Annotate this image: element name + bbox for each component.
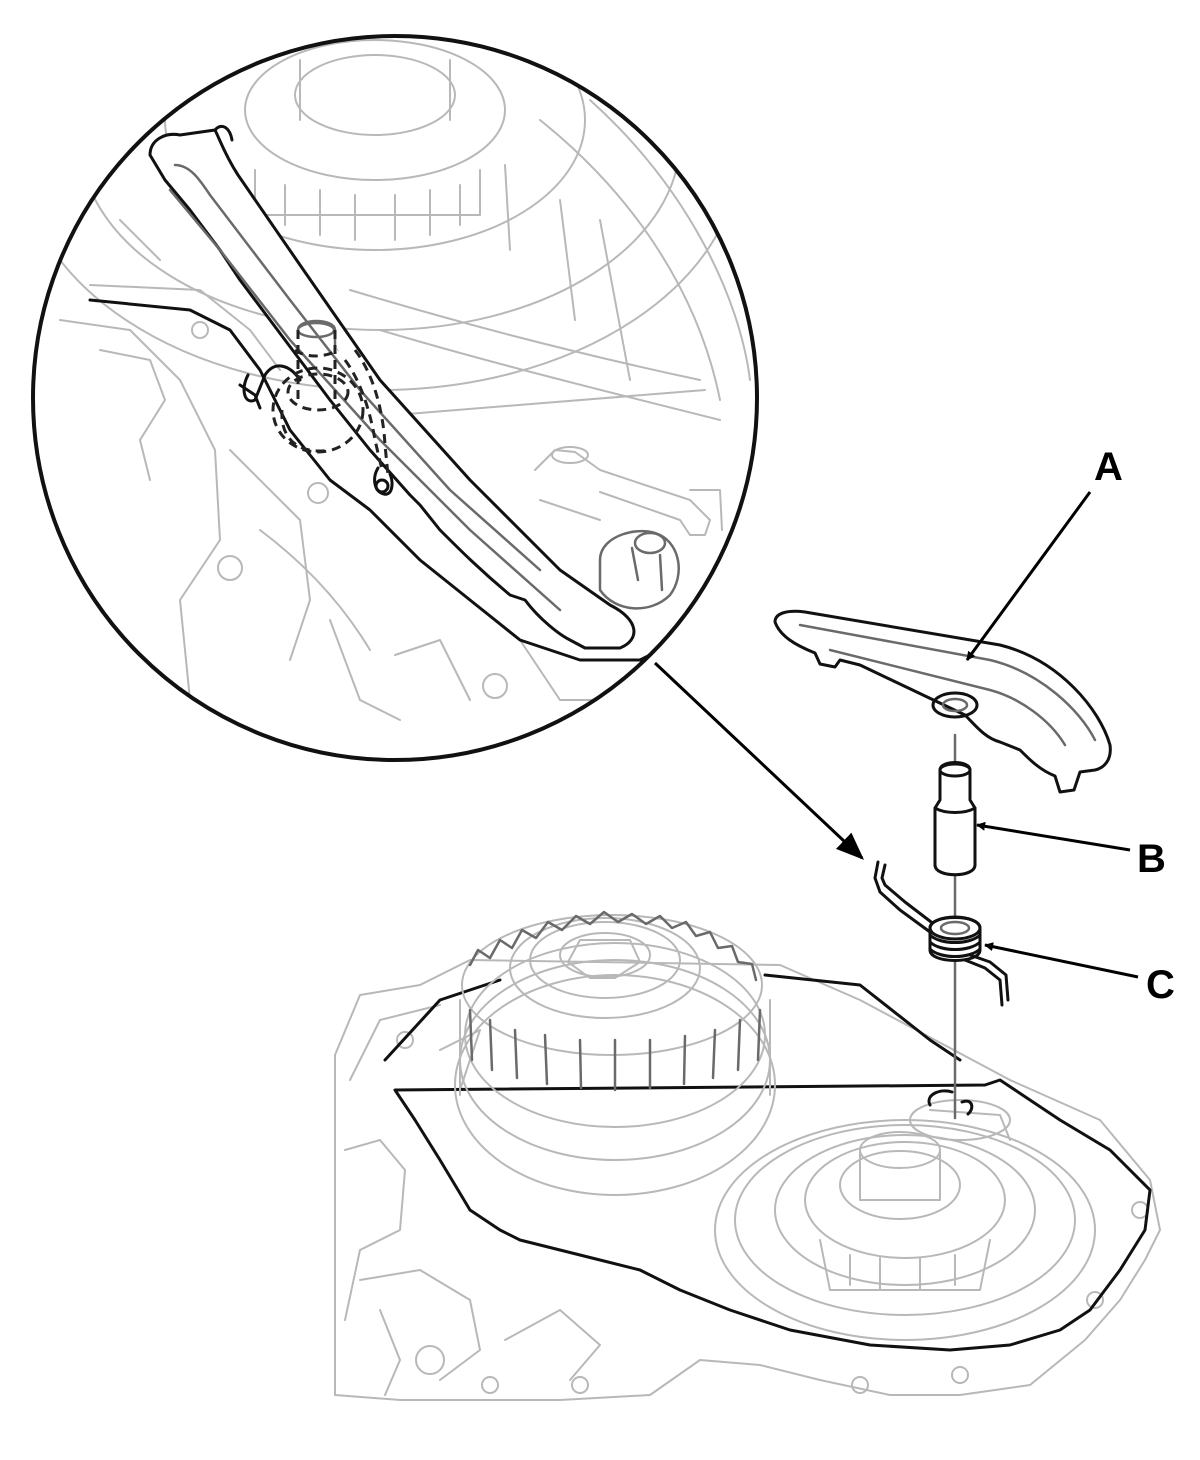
label-b: B — [1137, 837, 1166, 881]
transmission-case — [334, 959, 1161, 1401]
detail-inset — [31, 34, 759, 762]
label-a: A — [1094, 445, 1123, 489]
inset-background-drum — [33, 36, 751, 421]
leader-b — [976, 821, 1131, 852]
clutch-drum-right — [714, 1099, 1096, 1341]
inset-border — [31, 34, 759, 762]
inset-background-case — [59, 219, 601, 721]
part-b-pin — [933, 761, 977, 877]
pivot-hole — [927, 1089, 974, 1116]
inset-gasket-line — [88, 298, 682, 662]
inset-pin-b — [294, 319, 339, 400]
label-c: C — [1146, 963, 1175, 1007]
part-a-lever — [773, 609, 1112, 794]
inset-to-assembly-arrow — [653, 661, 865, 860]
part-c-spring — [873, 860, 1010, 1007]
clutch-drum-left — [454, 910, 776, 1196]
leader-a — [965, 491, 1092, 661]
leader-c — [984, 942, 1139, 979]
inset-spring-c — [238, 349, 394, 496]
inset-roller — [598, 530, 680, 610]
inset-detent — [534, 446, 723, 536]
gasket-line — [383, 973, 1152, 1352]
